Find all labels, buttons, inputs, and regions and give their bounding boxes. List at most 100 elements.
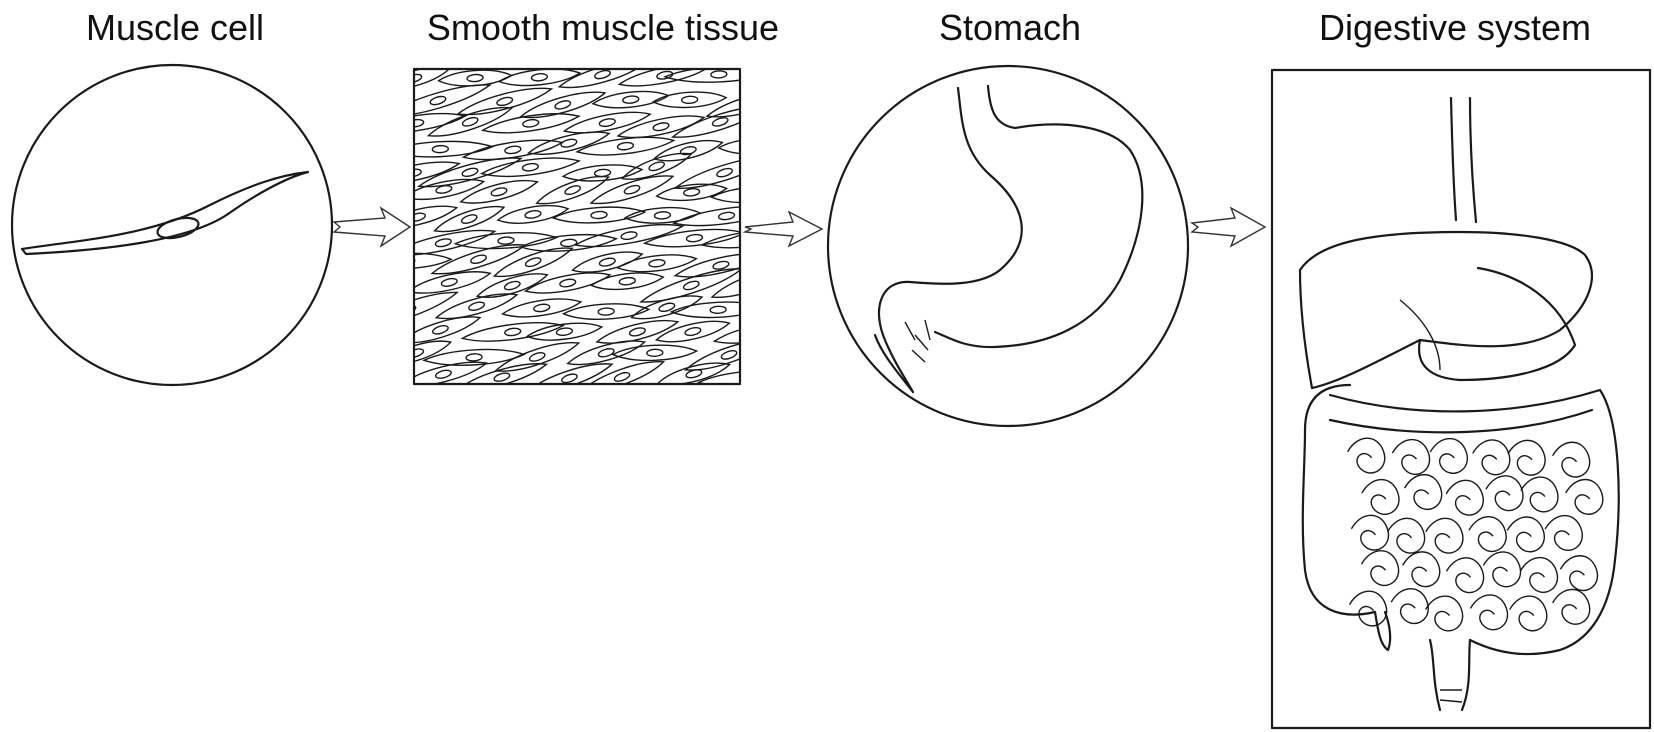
intestine-coil — [1446, 480, 1483, 515]
fiber-nucleus — [599, 118, 616, 128]
fiber-nucleus — [524, 256, 541, 268]
fiber-nucleus — [461, 116, 478, 128]
fiber-nucleus — [468, 301, 485, 312]
fiber-nucleus — [461, 167, 478, 178]
fiber-nucleus — [598, 308, 614, 316]
muscle-fiber — [589, 169, 676, 210]
intestine-coil — [1520, 558, 1557, 593]
fiber-nucleus — [745, 191, 761, 199]
fiber-nucleus — [467, 74, 483, 82]
fiber-nucleus — [429, 95, 446, 106]
fiber-nucleus — [531, 73, 548, 82]
fiber-nucleus — [504, 145, 521, 154]
smooth-muscle-tissue-illustration — [356, 55, 807, 399]
fiber-nucleus — [711, 71, 727, 79]
fiber-nucleus — [686, 234, 703, 243]
fiber-nucleus — [564, 184, 581, 196]
fiber-nucleus — [747, 143, 763, 151]
fiber-nucleus — [712, 116, 729, 128]
fiber-nucleus — [681, 96, 697, 104]
fiber-nucleus — [680, 145, 697, 156]
muscle-fiber — [378, 335, 453, 371]
muscle-cell-illustration — [12, 65, 332, 385]
fiber-nucleus — [684, 326, 701, 336]
fiber-nucleus — [560, 239, 577, 247]
digestive-system-illustration — [1272, 70, 1650, 728]
muscle-fiber — [613, 344, 697, 363]
intestine-coil — [1392, 440, 1429, 475]
muscle-fiber — [618, 59, 712, 92]
fiber-nucleus — [435, 238, 452, 248]
intestine-coil — [1521, 477, 1558, 512]
intestine-coil — [1469, 517, 1506, 552]
muscle-fiber — [462, 135, 563, 165]
muscle-fiber — [557, 55, 648, 94]
muscle-fiber — [644, 226, 745, 251]
fiber-nucleus — [470, 254, 487, 265]
intestine-coil — [1486, 476, 1523, 511]
muscle-fiber — [497, 201, 570, 227]
fiber-nucleus — [504, 280, 521, 291]
fiber-nucleus — [498, 237, 514, 245]
intestine-coil — [1391, 589, 1428, 624]
fiber-nucleus — [623, 184, 640, 196]
fiber-nucleus — [554, 99, 571, 110]
intestine-coil — [1507, 517, 1544, 552]
intestine-coil — [1348, 438, 1385, 473]
fiber-nucleus — [496, 96, 513, 107]
muscle-fiber — [670, 100, 770, 144]
muscle-fiber — [665, 65, 773, 85]
fiber-nucleus — [718, 211, 735, 220]
intestine-coil — [1351, 515, 1388, 550]
fiber-nucleus — [621, 231, 638, 241]
fiber-nucleus — [599, 257, 616, 267]
fiber-nucleus — [654, 211, 670, 219]
muscle-fiber — [562, 162, 642, 184]
fiber-nucleus — [617, 142, 634, 151]
intestine-coil — [1545, 516, 1582, 551]
intestine-coil — [1350, 591, 1387, 626]
muscle-fiber — [388, 139, 493, 159]
fiber-nucleus — [594, 69, 611, 80]
fiber-nucleus — [407, 347, 424, 358]
fiber-nucleus — [522, 163, 539, 172]
muscle-fiber — [578, 355, 666, 399]
fiber-nucleus — [613, 371, 630, 383]
muscle-fiber — [493, 336, 581, 378]
fiber-nucleus — [746, 234, 763, 243]
muscle-fiber — [718, 138, 792, 156]
fiber-nucleus — [710, 306, 726, 314]
stomach-illustration — [828, 66, 1188, 426]
fiber-nucleus — [559, 278, 576, 288]
muscle-fiber — [501, 295, 582, 322]
muscle-fiber — [455, 357, 548, 397]
muscle-fiber — [430, 238, 527, 281]
fiber-nucleus — [466, 353, 482, 361]
fiber-nucleus — [598, 347, 615, 358]
intestine-coil — [1566, 479, 1603, 514]
fiber-nucleus — [522, 119, 539, 128]
intestine-coil — [1426, 518, 1463, 553]
fiber-nucleus — [652, 122, 669, 132]
intestine-coil — [1446, 558, 1483, 593]
fiber-nucleus — [647, 349, 663, 357]
fiber-nucleus — [399, 257, 415, 265]
intestine-coil — [1483, 552, 1520, 587]
fiber-nucleus — [432, 324, 449, 335]
fiber-nucleus — [441, 277, 458, 287]
fiber-nucleus — [504, 327, 521, 336]
muscle-fiber — [461, 318, 564, 346]
muscle-fiber — [705, 85, 795, 124]
fiber-nucleus — [716, 167, 733, 178]
muscle-fiber — [424, 347, 525, 368]
muscle-fiber — [652, 135, 724, 166]
muscle-fiber — [698, 367, 807, 390]
fiber-nucleus — [560, 138, 577, 149]
intestine-coil — [1405, 475, 1442, 510]
intestine-coil — [1362, 551, 1399, 586]
intestine-coil — [1508, 440, 1545, 475]
fiber-nucleus — [591, 211, 607, 219]
fiber-nucleus — [751, 328, 768, 338]
fiber-nucleus — [490, 186, 507, 197]
